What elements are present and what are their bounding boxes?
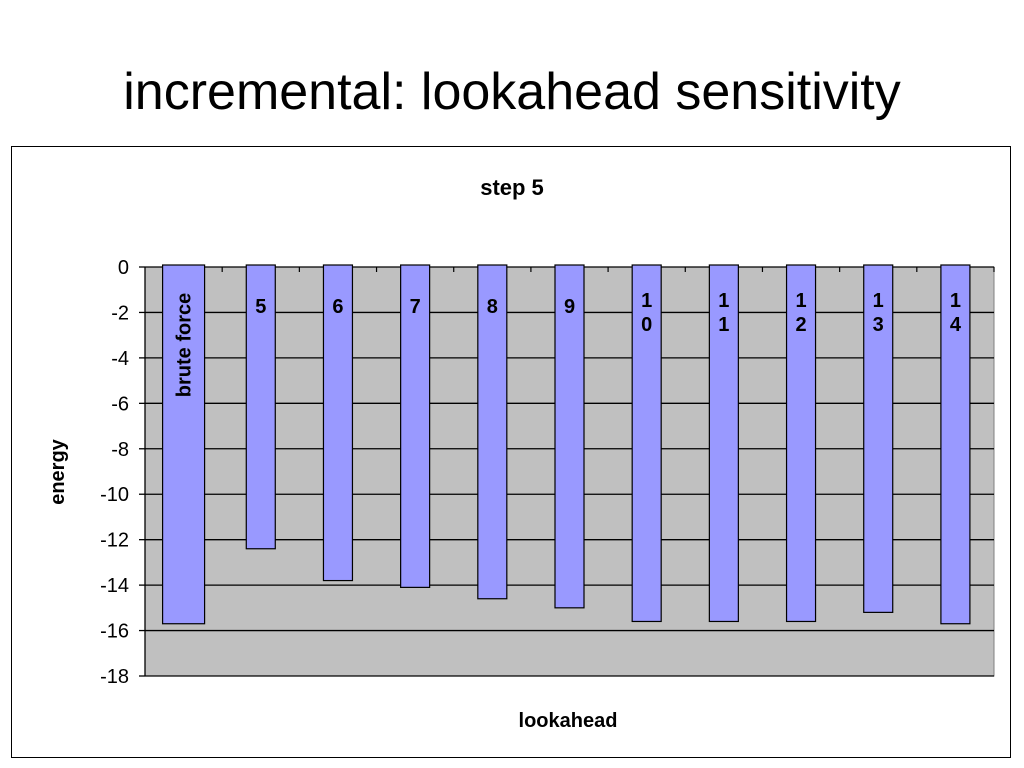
bar-category-label-char: 3: [873, 314, 884, 336]
bar: [322, 264, 354, 582]
y-tick-label: 0: [118, 257, 129, 279]
y-tick-label: -10: [100, 484, 129, 506]
y-tick-label: -2: [111, 302, 129, 324]
bar-category-label-char: 0: [641, 314, 652, 336]
y-tick-label: -8: [111, 439, 129, 461]
bar-category-label: 8: [487, 296, 498, 318]
bar: [554, 264, 585, 609]
y-tick-label: -6: [111, 393, 129, 415]
bar-category-label: 7: [410, 296, 421, 318]
bar: [245, 264, 276, 550]
bar-category-label-char: 1: [795, 290, 806, 312]
bar-category-label-char: 1: [873, 290, 884, 312]
bar-category-label-char: 2: [795, 314, 806, 336]
bar-category-label: 5: [255, 296, 266, 318]
bar-category-label: brute force: [174, 293, 196, 397]
y-tick-label: -18: [100, 666, 129, 688]
y-tick-label: -12: [100, 530, 129, 552]
y-tick-label: -14: [100, 575, 129, 597]
bar-category-label: 9: [564, 296, 575, 318]
bar: [161, 264, 206, 625]
y-axis-label: energy: [47, 438, 69, 504]
bar-category-label-char: 1: [950, 290, 961, 312]
bar-category-label-char: 1: [641, 290, 652, 312]
chart-frame: step 5 lookahead energy 0 -2 -4 -6 -8 -10 -12 -…: [11, 146, 1011, 758]
bar-category-label-char: 1: [718, 290, 729, 312]
bar: [863, 264, 894, 613]
y-tick-label: -16: [100, 621, 129, 643]
bar-category-label-char: 1: [718, 314, 729, 336]
bar: [400, 264, 431, 588]
y-tick-label: -4: [111, 348, 129, 370]
bar: [631, 264, 662, 623]
plot-area: 0 -2 -4 -6 -8 -10 -12 -14 -16 -18 brute force 5 6 7 8 9…: [100, 257, 995, 688]
chart-title: step 5: [480, 175, 544, 200]
bar: [708, 264, 739, 623]
bar-category-label-char: 4: [950, 314, 962, 336]
bar: [477, 264, 508, 600]
slide-title: incremental: lookahead sensitivity: [123, 63, 901, 121]
bar-category-label: 6: [332, 296, 343, 318]
x-axis-label: lookahead: [519, 710, 618, 732]
bar: [940, 264, 971, 625]
bar-chart: step 5 lookahead energy 0 -2 -4 -6 -8 -10 -12 -…: [47, 175, 995, 732]
bar: [785, 264, 817, 623]
